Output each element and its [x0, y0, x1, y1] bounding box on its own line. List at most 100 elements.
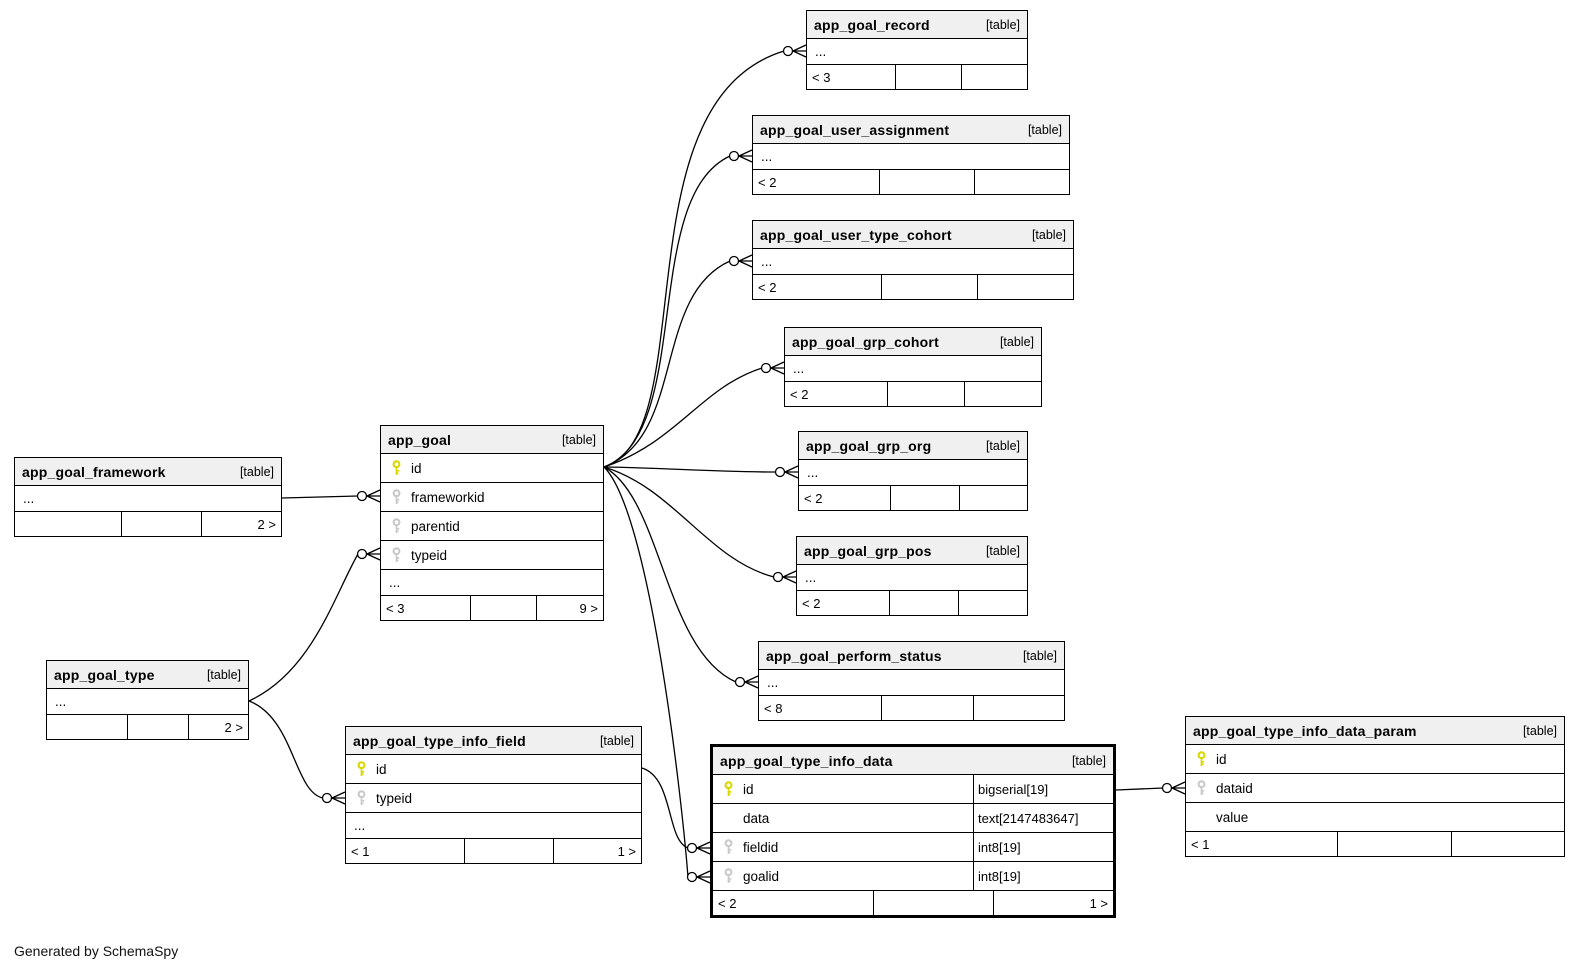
- table-header: app_goal_type_info_data_param [table]: [1186, 717, 1564, 745]
- footer-right-count: [961, 65, 1027, 89]
- table-title-app_goal_type_info_field[interactable]: app_goal_type_info_field: [353, 732, 526, 749]
- primary-key-icon: [713, 780, 743, 798]
- open-dot-icon: [772, 571, 784, 583]
- footer-middle-count: [469, 596, 537, 620]
- footer-left-count: [47, 715, 127, 739]
- table-type-tag: [table]: [1522, 723, 1557, 738]
- table-type-tag: [table]: [985, 17, 1020, 32]
- primary-key-icon: [1186, 750, 1216, 768]
- relationship-app_goal.id-to-app_goal_grp_pos: [603, 466, 797, 584]
- table-title-app_goal_user_assignment[interactable]: app_goal_user_assignment: [760, 121, 950, 138]
- column-row-id: id: [1186, 745, 1564, 774]
- column-row-typeid: typeid: [381, 541, 603, 570]
- column-row-dataid: dataid: [1186, 774, 1564, 803]
- table-type-tag: [table]: [1022, 648, 1057, 663]
- foreign-key-icon: [381, 546, 411, 564]
- footer-middle-count: [464, 839, 553, 863]
- table-type-tag: [table]: [1031, 227, 1066, 242]
- footer-left-count: [15, 512, 121, 536]
- footer-right-count: 2 >: [187, 715, 248, 739]
- table-app_goal_user_assignment: app_goal_user_assignment[table]...< 2: [752, 115, 1070, 195]
- footer-left-count: < 3: [812, 69, 831, 85]
- footer-middle-count: [881, 696, 973, 720]
- column-name: dataid: [1216, 780, 1253, 796]
- footer-middle-count: [889, 591, 958, 615]
- table-type-tag: [table]: [985, 543, 1020, 558]
- crow-foot-arrow-icon: [331, 791, 346, 805]
- table-title-app_goal_user_type_cohort[interactable]: app_goal_user_type_cohort: [760, 226, 952, 243]
- relationship-app_goal_type-to-app_goal_type_info_field.typeid: [248, 700, 346, 805]
- footer-middle-count: [127, 715, 187, 739]
- table-title-app_goal_type_info_data_param[interactable]: app_goal_type_info_data_param: [1193, 722, 1417, 739]
- table-title-app_goal[interactable]: app_goal: [388, 431, 452, 448]
- footer-middle-count: [873, 891, 993, 915]
- column-name: fieldid: [743, 839, 779, 855]
- table-title-app_goal_grp_pos[interactable]: app_goal_grp_pos: [804, 542, 932, 559]
- column-name: ...: [793, 361, 805, 376]
- column-name: ...: [767, 675, 779, 690]
- column-name: ...: [805, 570, 817, 585]
- open-dot-icon: [356, 490, 368, 502]
- table-header: app_goal_framework[table]: [15, 458, 281, 486]
- table-app_goal_grp_pos: app_goal_grp_pos [table]... < 2: [796, 536, 1028, 616]
- table-header: app_goal_user_assignment[table]: [753, 116, 1069, 144]
- crow-foot-arrow-icon: [366, 547, 381, 561]
- crow-foot-arrow-icon: [770, 361, 785, 375]
- table-title-app_goal_type_info_data[interactable]: app_goal_type_info_data: [720, 752, 893, 769]
- open-dot-icon: [782, 45, 794, 57]
- footer-right-count: 1 >: [552, 839, 642, 863]
- table-title-app_goal_grp_cohort[interactable]: app_goal_grp_cohort: [792, 333, 939, 350]
- primary-key-icon: [346, 760, 376, 778]
- open-dot-icon: [728, 255, 740, 267]
- column-name: typeid: [376, 790, 413, 806]
- column-name: frameworkid: [411, 489, 485, 505]
- foreign-key-icon: [381, 488, 411, 506]
- table-app_goal_grp_org: app_goal_grp_org[table]...< 2: [798, 431, 1028, 511]
- open-dot-icon: [728, 150, 740, 162]
- footer-middle-count: [895, 65, 961, 89]
- footer-left-count: < 2: [802, 595, 821, 611]
- column-name: ...: [55, 694, 67, 709]
- column-row-id: id: [381, 454, 603, 483]
- foreign-key-icon: [713, 867, 743, 885]
- table-title-app_goal_perform_status[interactable]: app_goal_perform_status: [766, 647, 942, 664]
- foreign-key-icon: [713, 838, 743, 856]
- column-row-parentid: parentid: [381, 512, 603, 541]
- column-name: ...: [807, 465, 819, 480]
- table-type-tag: [table]: [999, 334, 1034, 349]
- footer-right-count: [958, 591, 1027, 615]
- footer-middle-count: [879, 170, 974, 194]
- relationship-app_goal_framework-to-app_goal.frameworkid: [281, 489, 381, 503]
- footer-right-count: 1 >: [993, 891, 1113, 915]
- footer-right-count: [1450, 832, 1564, 856]
- ellipsis-row: ...: [807, 39, 1027, 65]
- table-title-app_goal_grp_org[interactable]: app_goal_grp_org: [806, 437, 932, 454]
- open-dot-icon: [356, 548, 368, 560]
- footer-left-count: < 3: [386, 600, 405, 616]
- column-name: ...: [354, 818, 366, 833]
- table-title-app_goal_record[interactable]: app_goal_record: [814, 16, 930, 33]
- column-row-frameworkid: frameworkid: [381, 483, 603, 512]
- open-dot-icon: [321, 792, 333, 804]
- relationship-app_goal.id-to-app_goal_type_info_data.goalid: [603, 466, 711, 884]
- footer-left-count: < 8: [764, 700, 783, 716]
- crow-foot-arrow-icon: [782, 570, 797, 584]
- open-dot-icon: [686, 871, 698, 883]
- relationship-app_goal.id-to-app_goal_user_type_cohort: [603, 254, 753, 468]
- table-title-app_goal_type[interactable]: app_goal_type: [54, 666, 155, 683]
- column-row-typeid: typeid: [346, 784, 641, 813]
- table-header: app_goal_type[table]: [47, 661, 248, 689]
- column-type: bigserial[19]: [973, 775, 1113, 803]
- table-header: app_goal_grp_cohort [table]: [785, 328, 1041, 356]
- table-header: app_goal_type_info_field[table]: [346, 727, 641, 755]
- footer-right-count: 2 >: [201, 512, 281, 536]
- table-title-app_goal_framework[interactable]: app_goal_framework: [22, 463, 166, 480]
- column-name: id: [376, 761, 387, 777]
- column-name: parentid: [411, 518, 460, 534]
- relationship-app_goal.id-to-app_goal_grp_cohort: [603, 361, 785, 468]
- column-name: data: [743, 810, 770, 826]
- footer-right-count: 9 >: [536, 596, 603, 620]
